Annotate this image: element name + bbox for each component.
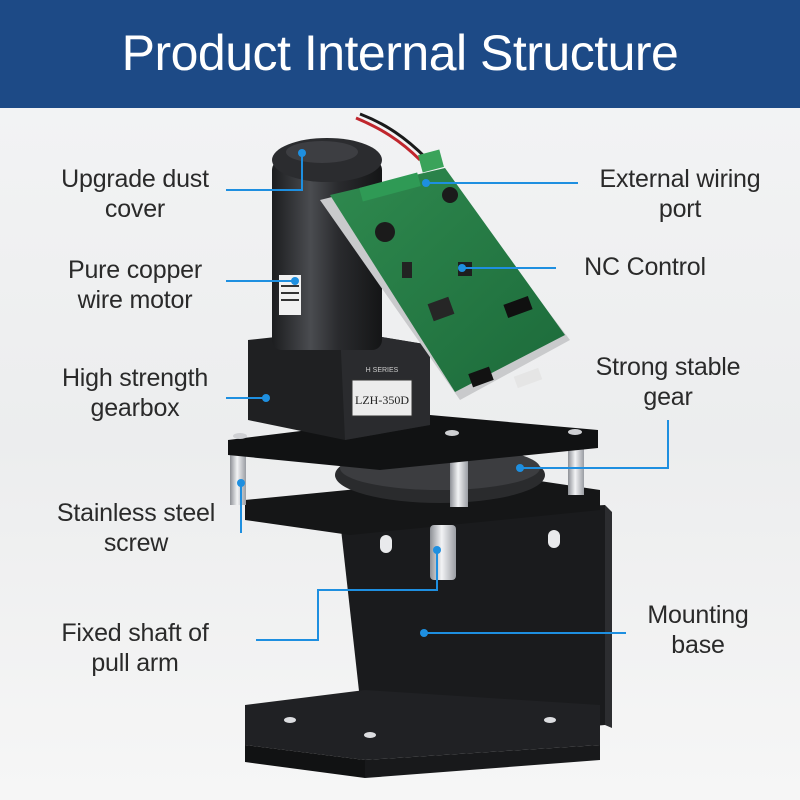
label-high-strength-gearbox: High strength gearbox: [61, 364, 209, 422]
mounting-base-bracket: [245, 505, 612, 778]
gearbox-model-text: LZH-350D: [355, 393, 409, 407]
label-nc-control: NC Control: [584, 253, 706, 281]
control-board: [320, 149, 570, 400]
label-external-wiring-port: External wiring port: [599, 165, 761, 223]
label-fixed-shaft-of-pull-arm: Fixed shaft of pull arm: [61, 619, 209, 677]
label-stainless-steel-screw: Stainless steel screw: [56, 499, 216, 557]
title-banner: Product Internal Structure: [0, 0, 800, 108]
label-upgrade-dust-cover: Upgrade dust cover: [61, 165, 209, 223]
label-strong-stable-gear: Strong stable gear: [595, 353, 741, 411]
page-title: Product Internal Structure: [121, 25, 679, 81]
label-mounting-base: Mounting base: [647, 601, 749, 659]
gearbox-series-text: H SERIES: [366, 367, 399, 374]
gearbox: LZH-350D H SERIES: [248, 330, 430, 440]
label-pure-copper-wire-motor: Pure copper wire motor: [68, 256, 202, 314]
